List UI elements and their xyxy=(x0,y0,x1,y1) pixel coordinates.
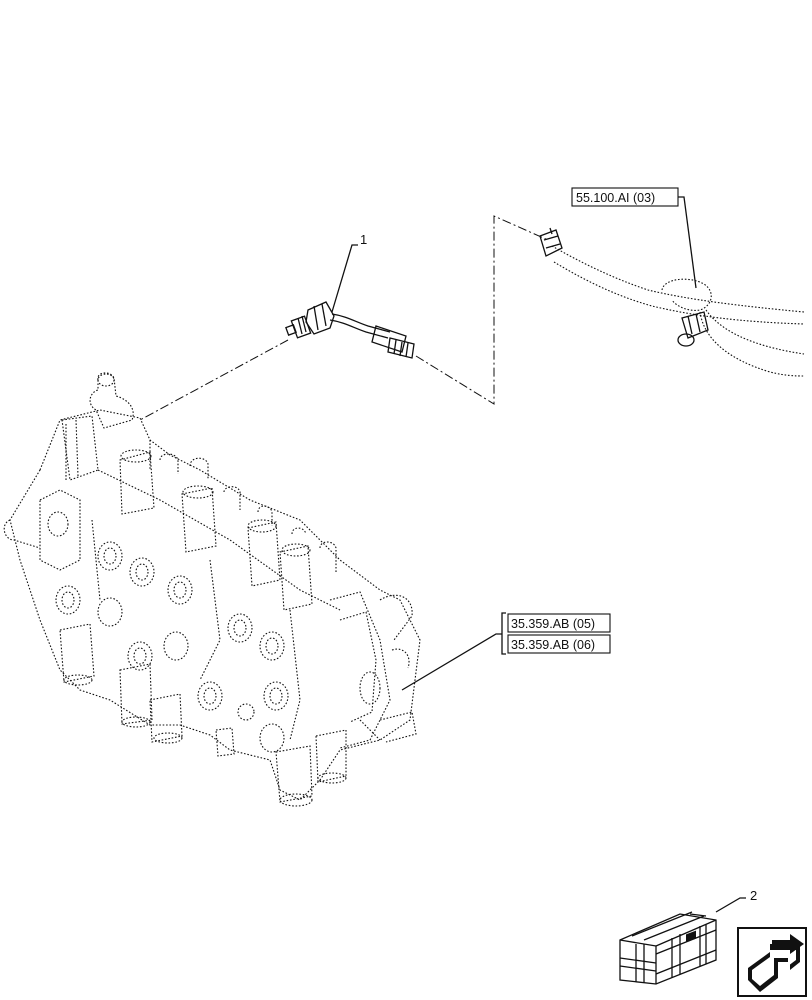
callout-1[interactable]: 1 xyxy=(331,232,367,313)
valve-ref-a-box xyxy=(507,613,611,633)
valve-references[interactable]: 35.359.AB (05) 35.359.AB (06) xyxy=(401,612,611,691)
callout-1-leader xyxy=(331,244,358,313)
wiring-harness xyxy=(539,227,805,377)
callout-2[interactable]: 2 xyxy=(715,888,757,913)
pressure-switch xyxy=(285,301,415,359)
valve-ref-b-box xyxy=(507,634,611,654)
harness-ref-leader xyxy=(678,196,697,289)
valve-ref-b-label: 35.359.AB (06) xyxy=(511,638,595,652)
harness-reference[interactable]: 55.100.AI (03) xyxy=(571,187,697,289)
crate-icon xyxy=(619,911,717,985)
harness-ref-label: 55.100.AI (03) xyxy=(576,191,655,205)
callout-2-label: 2 xyxy=(750,888,757,903)
valve-ref-bracket xyxy=(501,612,506,655)
control-valve-block xyxy=(3,372,421,807)
callout-1-label: 1 xyxy=(360,232,367,247)
callout-2-leader xyxy=(715,897,746,913)
assembly-lines xyxy=(139,215,549,421)
valve-ref-a-label: 35.359.AB (05) xyxy=(511,617,595,631)
valve-ref-leader xyxy=(401,633,502,691)
return-arrow-icon[interactable] xyxy=(737,927,807,997)
